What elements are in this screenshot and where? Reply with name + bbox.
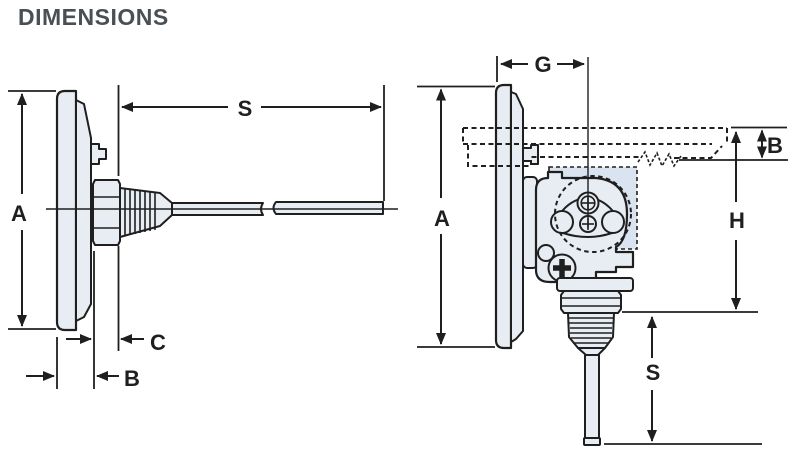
vertical-stem [584, 354, 600, 439]
thread-ridges [124, 189, 156, 236]
dim-label-a-left: A [11, 201, 27, 226]
page-title: DIMENSIONS [18, 4, 169, 30]
back-view-stem-assembly [556, 57, 634, 446]
wing-left-lobe [550, 210, 574, 234]
dial-bezel-back-view [494, 83, 513, 350]
back-view-case [494, 83, 539, 350]
back-view-extension-lines [417, 56, 788, 445]
dashed-stem-step [674, 145, 723, 159]
dim-label-s-left: S [238, 96, 253, 121]
side-view-extension-lines [8, 85, 385, 389]
dim-label-s-right: S [646, 360, 661, 385]
dim-label-b-left: B [124, 366, 140, 391]
swivel-assembly [522, 166, 638, 284]
dashed-rotation-circle [554, 175, 632, 253]
stem-segment-2 [272, 201, 384, 215]
dial-case-back-view [510, 91, 524, 343]
pivot-hole [537, 244, 555, 262]
threaded-connection-side [119, 187, 173, 238]
dim-label-b-right: B [767, 133, 783, 158]
dial-bezel-side [55, 89, 78, 332]
dim-label-g: G [534, 52, 551, 77]
side-view-device [46, 89, 398, 332]
dashed-thread-hatch [637, 150, 682, 168]
dim-label-c: C [150, 330, 166, 355]
side-view-dimensions: A S C B [11, 93, 382, 391]
back-view-dimensions: G A B H S [434, 52, 783, 442]
dim-label-h: H [729, 208, 745, 233]
thread-ridges-back [569, 317, 613, 344]
dim-label-a-right: A [434, 206, 450, 231]
stem-cone [577, 347, 606, 356]
back-view-drawing: G A B H S [417, 52, 788, 446]
case-boss [522, 144, 539, 165]
dashed-nut-silhouette [467, 145, 640, 167]
hex-nut-back-view [560, 290, 622, 314]
dial-case-back-side [75, 99, 92, 322]
dashed-horizontal-stem [462, 127, 728, 168]
stem-tip-cap [583, 437, 601, 446]
side-view-drawing: A S C B [8, 85, 398, 391]
connection-plate [556, 277, 634, 292]
wing-right-lobe [601, 210, 625, 234]
hex-nut-side [92, 179, 121, 246]
reset-knob [90, 143, 107, 165]
